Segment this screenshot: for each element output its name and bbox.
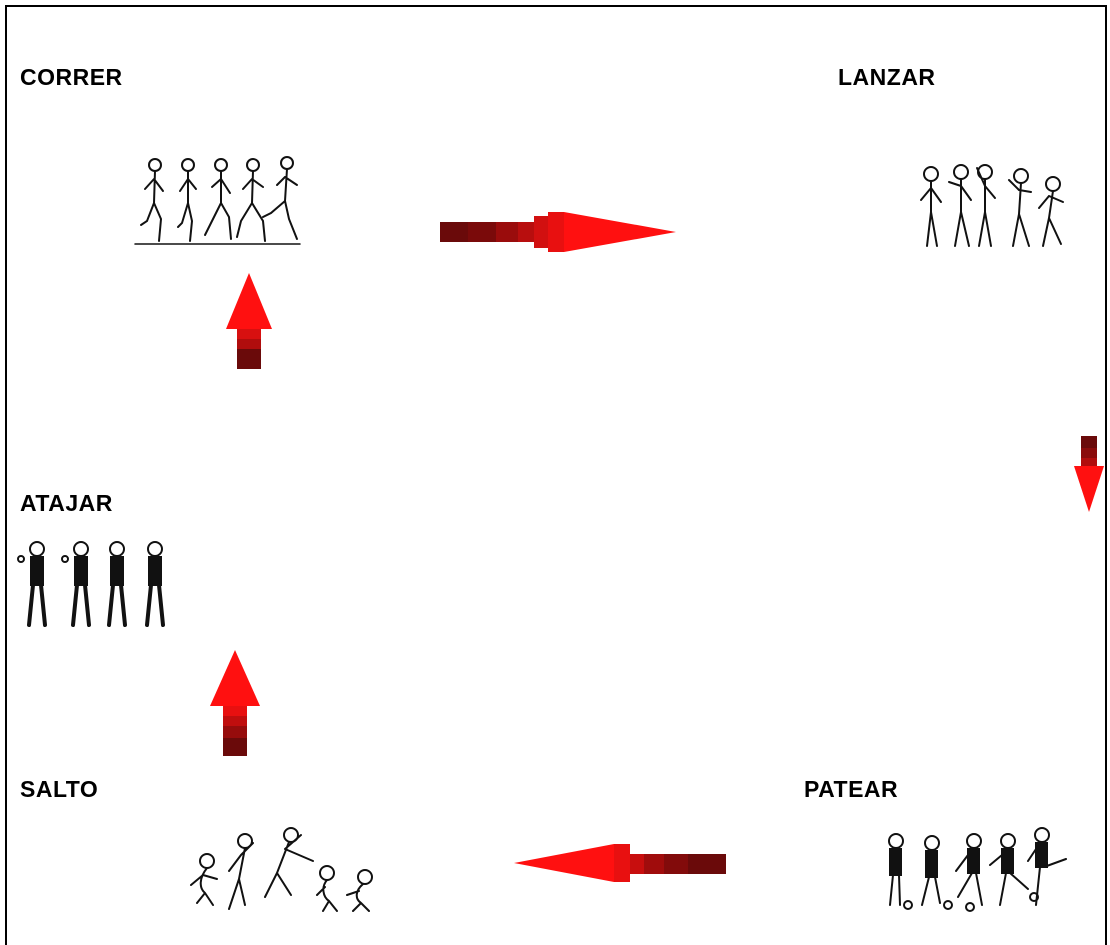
- catching-figures: [15, 537, 170, 632]
- arrow-correr-to-lanzar: [440, 210, 676, 254]
- arrow-atajar-to-correr: [226, 273, 272, 369]
- label-patear: PATEAR: [804, 776, 899, 802]
- label-salto: SALTO: [20, 776, 99, 802]
- throwing-figures: [915, 162, 1070, 252]
- running-figures: [134, 155, 305, 250]
- arrow-lanzar-to-patear: [1074, 436, 1104, 512]
- kicking-figures: [878, 825, 1078, 915]
- arrow-patear-to-salto: [514, 842, 726, 884]
- jumping-figures: [185, 825, 385, 915]
- label-correr: CORRER: [20, 64, 123, 90]
- label-atajar: ATAJAR: [20, 490, 113, 516]
- diagram-frame: [5, 5, 1107, 945]
- arrow-salto-to-atajar: [210, 650, 260, 756]
- label-lanzar: LANZAR: [838, 64, 936, 90]
